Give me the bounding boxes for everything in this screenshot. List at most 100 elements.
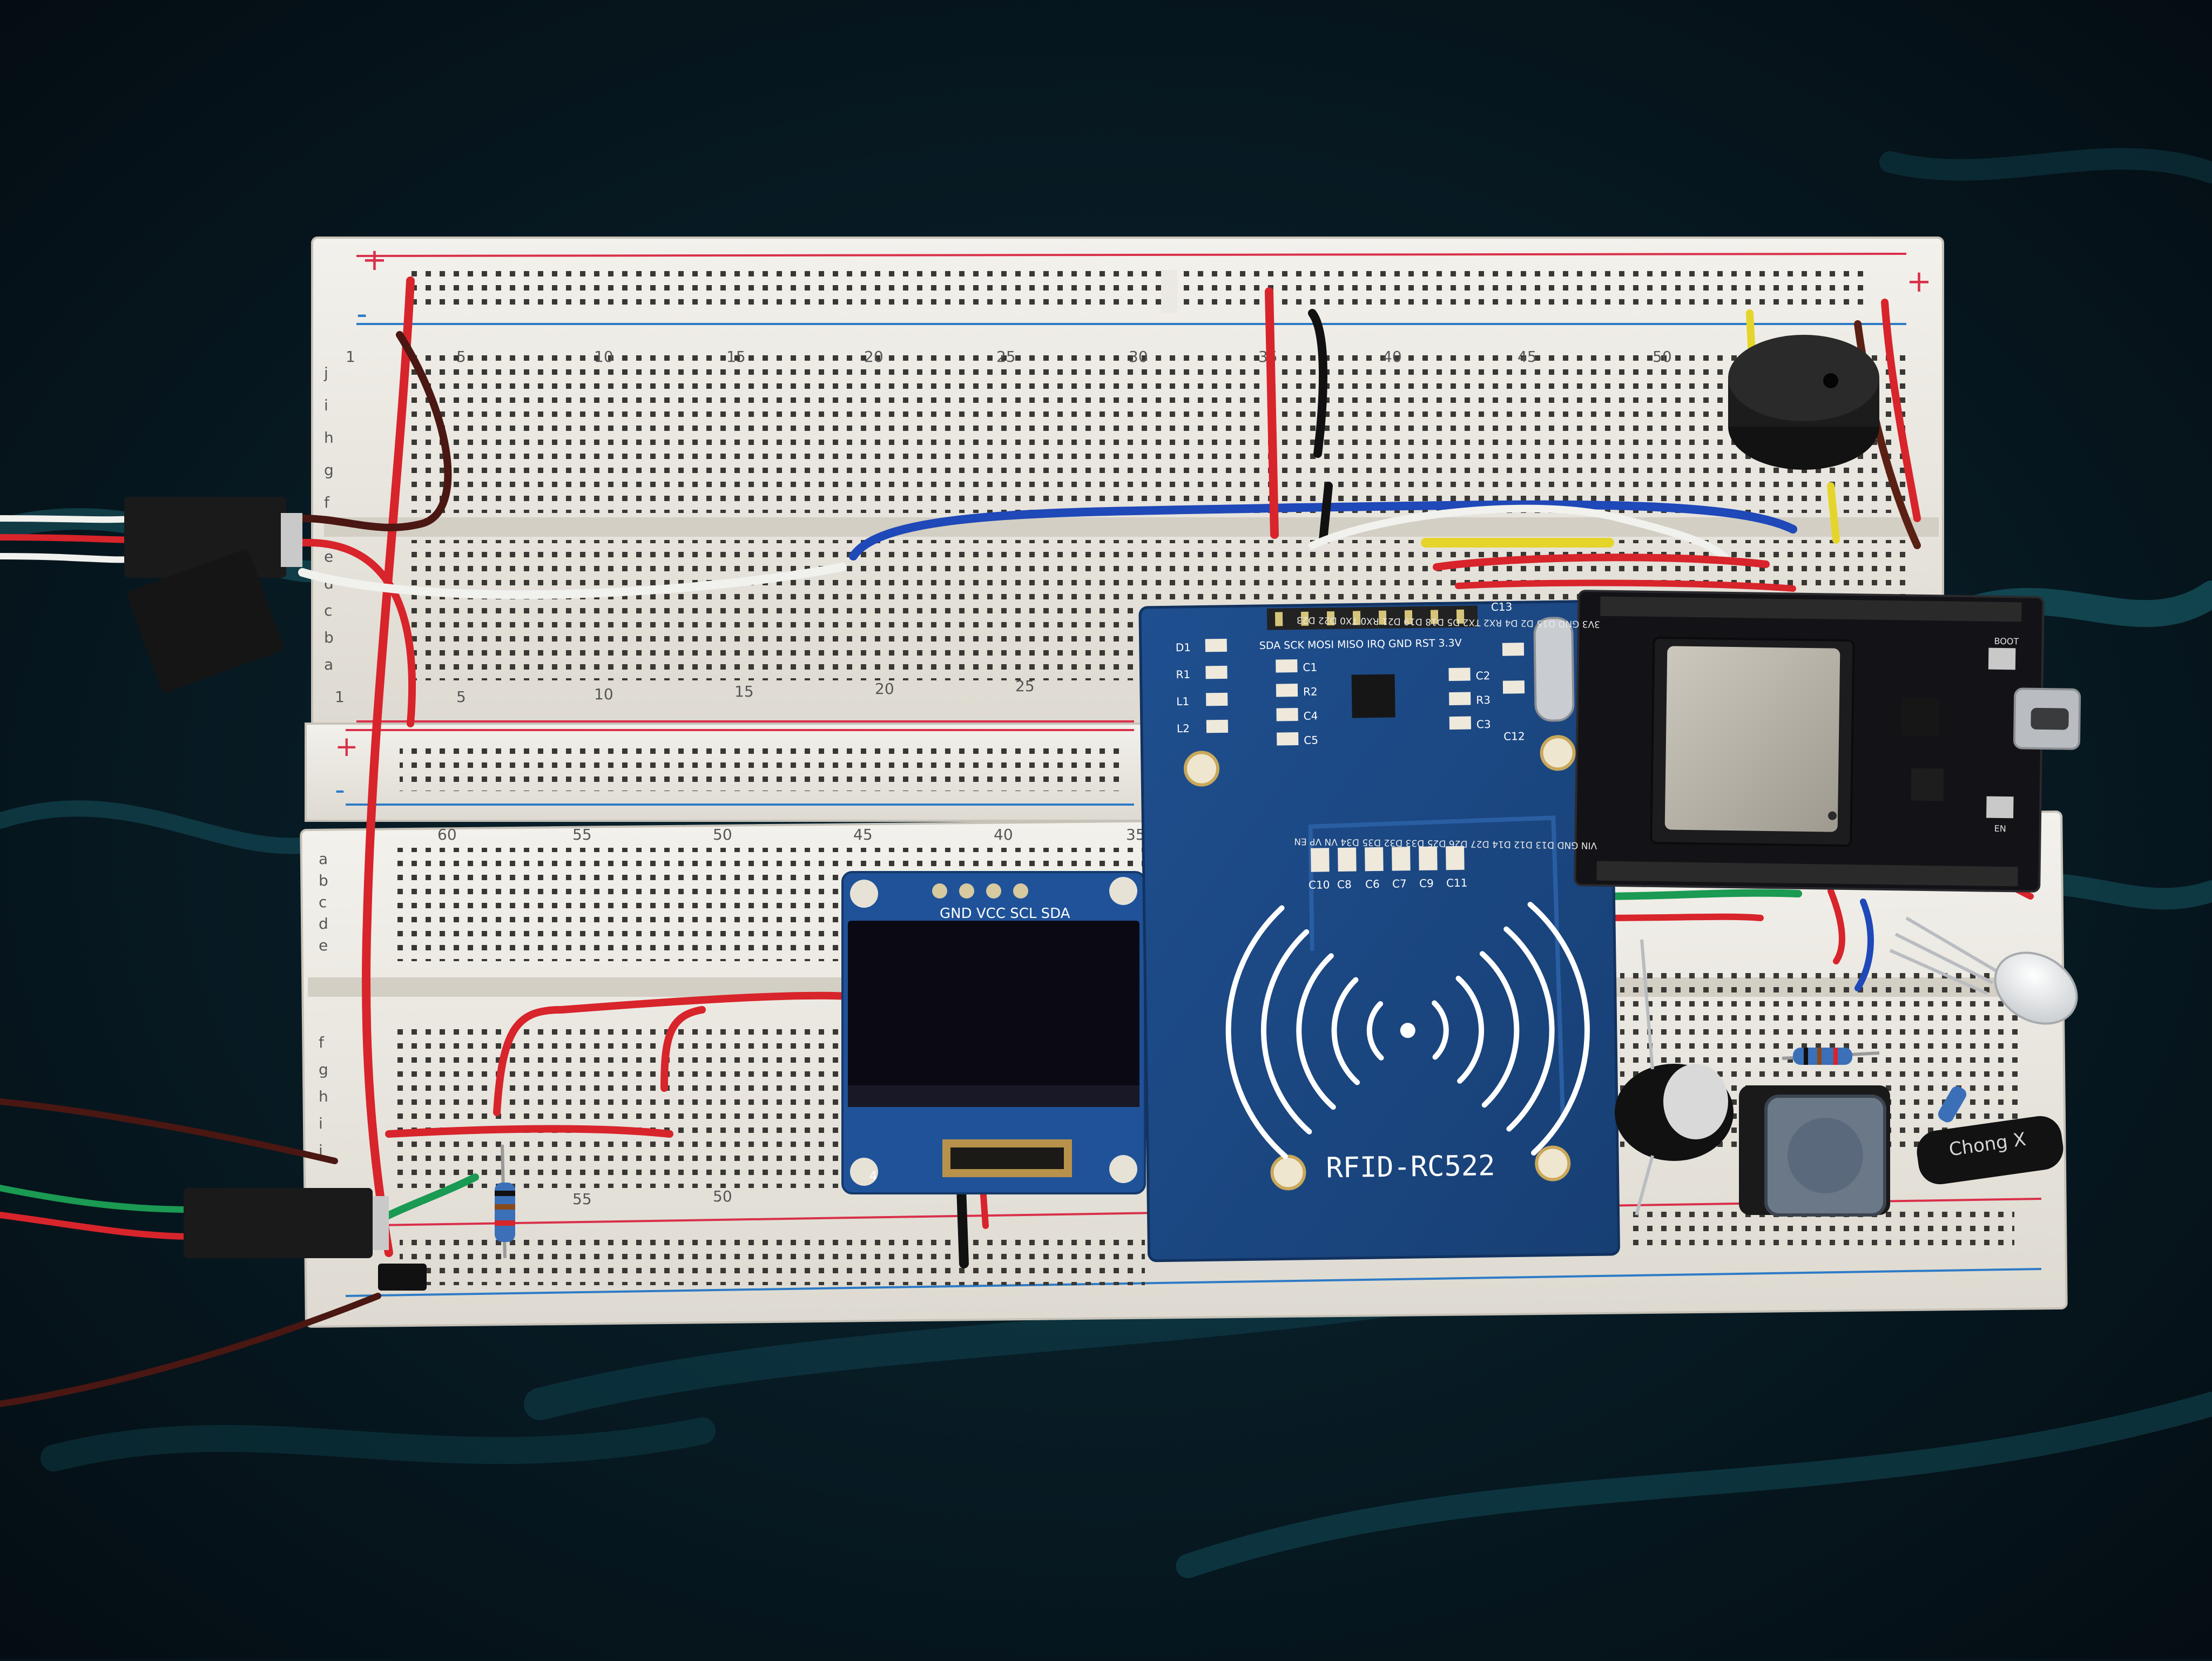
rail-minus-label-top: -: [356, 296, 367, 332]
column-number: 10: [594, 685, 613, 703]
esp32-regulator: [1911, 768, 1944, 801]
column-number: 5: [456, 348, 466, 366]
row-letter: e: [324, 548, 333, 565]
column-number: 40: [1382, 348, 1402, 366]
terminal-holes-top-upper: [410, 351, 1912, 513]
rfid-smd-left: [1205, 638, 1229, 733]
column-number: 55: [572, 826, 592, 843]
rfid-pin-labels: SDA SCK MOSI MISO IRQ GND RST 3.3V: [1259, 637, 1462, 652]
esp32-boot-button: [1988, 647, 2016, 670]
rfid-label: C4: [1303, 710, 1318, 723]
oled-module: GND VCC SCL SDA 4: [841, 871, 1146, 1194]
rfid-label: C7: [1392, 877, 1407, 890]
rfid-label: C2: [1475, 669, 1490, 682]
esp32-rf-shield: [1664, 646, 1840, 832]
wire-red-right-vertical: [1881, 299, 1921, 522]
column-number: 50: [713, 826, 732, 843]
esp32-en-label: EN: [1994, 823, 2006, 834]
rfid-label: C5: [1304, 734, 1318, 747]
row-letter: c: [319, 893, 327, 911]
column-number: 1: [335, 688, 345, 706]
column-number: 55: [572, 1190, 592, 1208]
wire-white-short: [1309, 504, 1732, 565]
resistor-right: [1782, 1048, 1880, 1065]
column-number: 25: [1015, 677, 1035, 695]
rfid-label: D1: [1176, 641, 1191, 654]
row-letters-top: j i h g f e d c b a: [323, 364, 334, 673]
wire-yellow-buzzer-bottom: [1827, 482, 1840, 544]
rfid-cap-row: [1311, 846, 1465, 872]
column-number: 45: [1518, 348, 1537, 366]
column-number: 1: [346, 348, 355, 366]
column-number: 30: [1129, 348, 1148, 366]
row-letter: d: [319, 915, 328, 933]
wire-green-esp-bottom: [1595, 889, 1802, 900]
led-clear: [1889, 916, 2078, 1025]
wire-black-oled-bottom: [956, 1183, 969, 1268]
column-number: 20: [864, 348, 884, 366]
rfid-label: C10: [1309, 878, 1330, 892]
row-letter: j: [323, 364, 328, 382]
column-number: 45: [853, 826, 873, 843]
row-letter: e: [319, 936, 328, 954]
rfid-label: R1: [1176, 668, 1190, 681]
rfid-mount-hole: [1540, 735, 1576, 771]
wire-red-connector: [299, 538, 416, 727]
nfc-waves-icon: [1225, 902, 1590, 1159]
wire-red-lower: [1455, 579, 1796, 592]
rfid-label: C12: [1503, 730, 1525, 743]
esp32-usb-chip: [1901, 698, 1940, 737]
wire-red-short-horizontal: [1433, 553, 1770, 571]
wire-blue-long: [849, 500, 1797, 561]
rfid-label: C11: [1446, 876, 1468, 890]
wire-brown-left-loop: [299, 331, 452, 531]
esp32-en-button: [1986, 796, 2014, 819]
rfid-mount-hole: [1270, 1154, 1306, 1191]
row-letter: b: [319, 872, 328, 889]
column-number: 25: [996, 348, 1016, 366]
oled-pin-pads: [932, 883, 1028, 899]
column-number: 5: [456, 688, 466, 706]
power-rail-holes-top: [410, 270, 1869, 313]
wire-black-mid-upper: [1308, 309, 1327, 458]
esp32-board: 3V3 GND D15 D2 D4 RX2 TX2 D5 D18 D19 D21…: [1294, 590, 2081, 893]
row-letter: h: [324, 429, 334, 447]
row-letter: a: [319, 850, 328, 868]
resistor-left: [495, 1144, 515, 1259]
wire-red-bottom-horizontal: [385, 1125, 673, 1138]
row-letter: c: [324, 602, 332, 619]
row-letter: h: [319, 1088, 328, 1105]
rfid-mount-hole: [1183, 751, 1219, 787]
oled-corner-mark: 4: [869, 1170, 877, 1183]
rail-plus-label-mid: +: [335, 731, 359, 763]
column-numbers-top: 1 5 10 15 20 25 30 35 40 45 50 1 5 10 15…: [335, 348, 1672, 706]
connector-bottom-left: [184, 1188, 427, 1291]
wire-black-mid-lower: [1319, 482, 1333, 544]
rfid-label: L2: [1177, 722, 1190, 735]
electrolytic-capacitor-large: [1615, 939, 1734, 1216]
column-number: 50: [713, 1187, 732, 1205]
oled-pin-labels: GND VCC SCL SDA: [940, 906, 1070, 922]
rail-minus-label-mid: -: [335, 774, 345, 806]
row-letter: a: [324, 656, 333, 673]
rfid-smd-mid: [1276, 659, 1299, 746]
wire-red-left-vertical: [362, 276, 415, 1257]
rfid-antenna-trace: [1308, 815, 1566, 1120]
rail-line-plus-top: [356, 253, 1907, 257]
wire-red-mid-vertical: [1265, 287, 1279, 539]
esp32-boot-label: BOOT: [1994, 636, 2019, 647]
push-button: [1739, 1085, 1890, 1217]
esp32-pins-bottom: [1596, 861, 2018, 887]
wire-ext-brown: [0, 1098, 338, 1164]
wire-ext-red-2: [0, 1212, 198, 1240]
esp32-pins-top: [1600, 596, 2022, 622]
rfid-cap-labels: C10 C8 C6 C7 C9 C11: [1309, 876, 1468, 892]
connector-top-left: [124, 497, 302, 693]
column-number: 15: [726, 348, 746, 366]
buzzer-hole: [1823, 373, 1838, 388]
rfid-label: C13: [1491, 600, 1513, 613]
rfid-chip: [1351, 674, 1395, 718]
oled-screen: [848, 921, 1139, 1107]
electrolytic-capacitor-small: Chong X: [1917, 1116, 2063, 1185]
